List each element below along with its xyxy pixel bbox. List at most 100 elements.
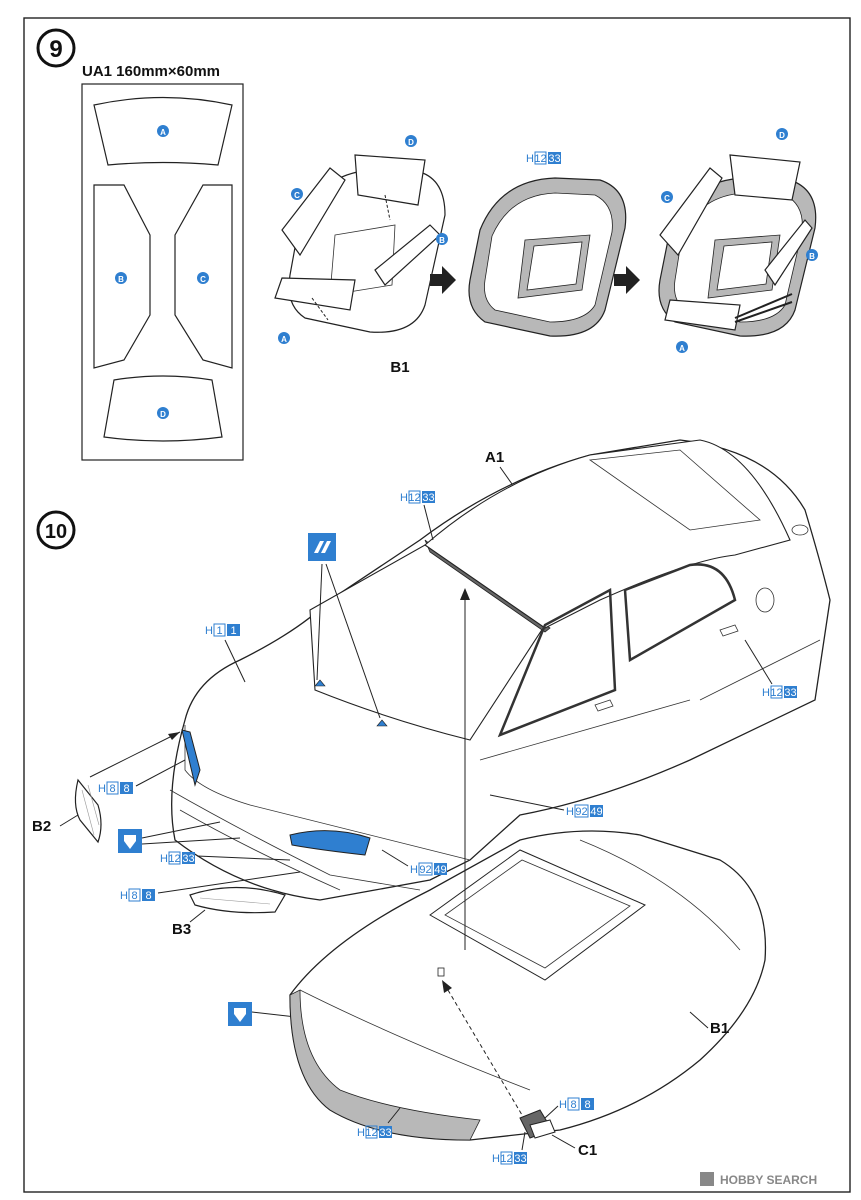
part-b3-lamp (189, 886, 286, 914)
svg-text:B: B (439, 236, 445, 245)
svg-text:C: C (664, 194, 670, 203)
svg-text:B: B (118, 275, 124, 284)
svg-text:12: 12 (500, 1153, 512, 1165)
step9-label-d-3: D (776, 128, 788, 140)
paint-callout-marker-h8-8: H 8 8 (98, 759, 186, 795)
svg-text:12: 12 (408, 492, 420, 504)
decal-sheet-label: UA1 160mm×60mm (82, 63, 220, 80)
svg-text:D: D (160, 410, 166, 419)
svg-text:49: 49 (590, 806, 602, 818)
paint-callout-side-h92-49: H 92 49 (489, 794, 603, 818)
svg-text:A: A (679, 344, 685, 353)
paint-callout-roof-h12-33: H 12 33 (400, 490, 435, 541)
svg-text:C: C (200, 275, 206, 284)
part-label-b2: B2 (32, 818, 51, 835)
step9-label-b-3: B (806, 249, 818, 261)
mask-letter-c: C (197, 272, 209, 284)
step9-label-c-1: C (291, 188, 303, 200)
svg-text:H: H (400, 492, 408, 504)
svg-text:H: H (526, 153, 534, 165)
svg-text:A: A (281, 335, 287, 344)
svg-text:H: H (357, 1127, 365, 1139)
step9-arrow-2 (614, 266, 640, 294)
paint-callout-lamp-h8-8: H 8 8 (120, 871, 301, 902)
mask-sheet-shapes (93, 96, 233, 442)
part-label-b3: B3 (172, 921, 191, 938)
step-10-number: 10 (45, 521, 67, 543)
svg-text:H: H (160, 853, 168, 865)
svg-text:33: 33 (784, 687, 796, 699)
mask-letter-a: A (157, 125, 169, 137)
svg-text:H: H (762, 687, 770, 699)
svg-text:49: 49 (434, 864, 446, 876)
car-body-a1 (169, 439, 831, 901)
svg-text:A: A (160, 128, 166, 137)
mask-b-shape (93, 184, 151, 369)
step-10: 10 A1 (32, 439, 831, 1165)
svg-text:C: C (294, 191, 300, 200)
step-9-badge (36, 28, 76, 68)
svg-text:B: B (809, 252, 815, 261)
svg-text:33: 33 (182, 853, 194, 865)
svg-text:33: 33 (548, 153, 560, 165)
glass-body-stage-3 (658, 154, 817, 337)
step9-paint-callout-h12-33: H 12 33 (526, 151, 561, 165)
step9-label-b-1: B (436, 233, 448, 245)
svg-text:8: 8 (131, 890, 137, 902)
svg-text:1: 1 (216, 625, 222, 637)
paint-callout-hood-h1-1: H 1 1 (205, 623, 246, 683)
glass-part-b1 (289, 588, 767, 1141)
svg-text:8: 8 (123, 783, 129, 795)
svg-text:H: H (98, 783, 106, 795)
mask-d-shape (103, 375, 223, 442)
svg-text:12: 12 (770, 687, 782, 699)
svg-text:12: 12 (168, 853, 180, 865)
svg-text:12: 12 (534, 153, 546, 165)
watermark: HOBBY SEARCH (700, 1172, 817, 1187)
step9-label-c-3: C (661, 191, 673, 203)
svg-text:12: 12 (365, 1127, 377, 1139)
glass-body-stage-2 (468, 177, 627, 337)
svg-text:33: 33 (422, 492, 434, 504)
glue-icon-front (118, 821, 241, 853)
svg-text:D: D (408, 138, 414, 147)
mask-c-shape (174, 184, 233, 369)
step9-arrow-1 (430, 266, 456, 294)
svg-text:H: H (559, 1099, 567, 1111)
svg-text:8: 8 (145, 890, 151, 902)
svg-text:H: H (410, 864, 418, 876)
mask-letter-b: B (115, 272, 127, 284)
svg-text:92: 92 (419, 864, 431, 876)
part-label-a1: A1 (485, 449, 504, 466)
headlight-blue-right (289, 830, 371, 856)
svg-text:H: H (120, 890, 128, 902)
step9-label-d-1: D (405, 135, 417, 147)
part-label-b1: B1 (710, 1020, 729, 1037)
glass-body-stage-1 (274, 154, 446, 333)
svg-text:H: H (205, 625, 213, 637)
svg-text:D: D (779, 131, 785, 140)
mask-letter-d: D (157, 407, 169, 419)
paint-callout-lamp-h92-49: H 92 49 (381, 849, 447, 876)
svg-text:8: 8 (570, 1099, 576, 1111)
svg-text:1: 1 (230, 625, 236, 637)
paint-callout-grille-h12-33: H 12 33 (160, 851, 291, 865)
svg-text:H: H (492, 1153, 500, 1165)
window-mask-sheet (81, 83, 244, 461)
step9-part-b1: B1 (390, 359, 409, 376)
step9-label-a-3: A (676, 341, 688, 353)
paint-callout-glass-h12-33: H 12 33 (357, 1107, 401, 1139)
paint-callout-mirror-h12-33: H 12 33 (492, 1131, 527, 1165)
paint-callout-pillar-h12-33: H 12 33 (744, 639, 797, 699)
glass-b1-gray-band (289, 989, 481, 1141)
part-label-c1: C1 (578, 1142, 597, 1159)
glue-icon-glass (228, 1002, 297, 1026)
headlight-blue-left (181, 729, 201, 787)
part-c1-mirror (519, 1109, 556, 1139)
silver-paint-icon (308, 533, 381, 719)
step9-label-a-1: A (278, 332, 290, 344)
step-9-number: 9 (49, 36, 62, 63)
part-b2-marker (74, 778, 102, 844)
svg-text:8: 8 (109, 783, 115, 795)
